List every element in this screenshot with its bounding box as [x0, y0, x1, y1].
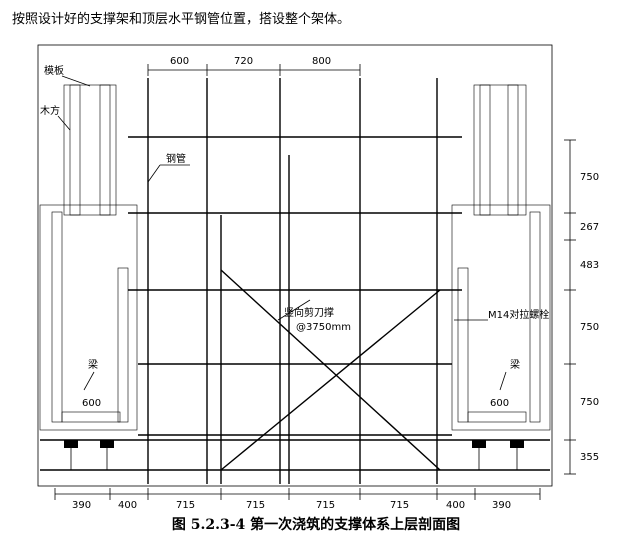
horizontal-pipes — [40, 136, 550, 471]
right-dim-text: 750 — [580, 322, 599, 333]
top-dimension-line — [147, 64, 361, 76]
bottom-dim-text: 400 — [446, 500, 465, 511]
beam-width-right: 600 — [490, 398, 509, 409]
beam-label-left: 梁 — [88, 358, 98, 371]
beam-width-left: 600 — [82, 398, 101, 409]
beam-label-right: 梁 — [510, 358, 520, 371]
bottom-dim-text: 390 — [72, 500, 91, 511]
bottom-dim-text: 715 — [316, 500, 335, 511]
tie-bolt-label: M14对拉螺栓 — [488, 308, 549, 321]
bottom-dimension-line — [54, 488, 541, 500]
figure-caption: 图 5.2.3-4 第一次浇筑的支撑体系上层剖面图 — [171, 517, 461, 533]
vertical-pipes — [147, 78, 438, 484]
bottom-supports — [64, 440, 524, 470]
right-dim-text: 483 — [580, 260, 599, 271]
right-dim-text: 750 — [580, 397, 599, 408]
right-dimension-line — [564, 139, 576, 475]
brace-spacing-label: @3750mm — [296, 322, 351, 333]
scissor-braces — [220, 269, 441, 471]
leader-lines — [57, 75, 507, 391]
top-dim-text: 600 — [170, 56, 189, 67]
timber-label: 木方 — [40, 104, 60, 117]
intro-text: 按照设计好的支撑架和顶层水平钢管位置，搭设整个架体。 — [12, 12, 351, 27]
bottom-dim-text: 715 — [176, 500, 195, 511]
right-beam-wall — [451, 84, 551, 431]
bottom-dim-text: 400 — [118, 500, 137, 511]
drawing-frame — [37, 44, 553, 487]
left-beam-wall — [39, 84, 138, 431]
right-dim-text: 355 — [580, 452, 599, 463]
right-dim-text: 750 — [580, 172, 599, 183]
brace-label: 竖向剪刀撑 — [284, 306, 334, 319]
formwork-label: 模板 — [44, 64, 64, 77]
bottom-dim-text: 715 — [246, 500, 265, 511]
right-dim-text: 267 — [580, 222, 599, 233]
top-dim-text: 720 — [234, 56, 253, 67]
bottom-dim-text: 715 — [390, 500, 409, 511]
bottom-dim-text: 390 — [492, 500, 511, 511]
top-dim-text: 800 — [312, 56, 331, 67]
steel-pipe-label: 钢管 — [166, 152, 186, 165]
